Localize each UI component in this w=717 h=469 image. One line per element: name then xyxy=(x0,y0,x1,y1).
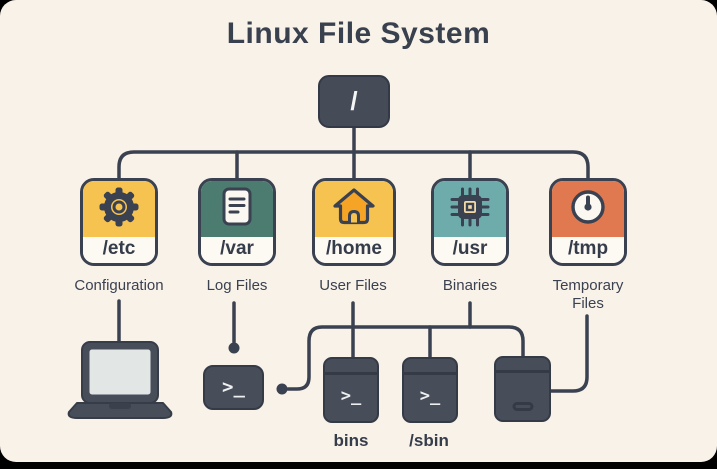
document-icon xyxy=(217,185,257,234)
node-tmp: /tmp xyxy=(549,178,627,266)
sbin-label: /sbin xyxy=(409,431,449,450)
timer-icon xyxy=(567,186,609,233)
root-node: / xyxy=(318,75,390,128)
laptop-icon xyxy=(67,341,173,428)
drive-slot xyxy=(512,402,533,411)
node-var: /var xyxy=(198,178,276,266)
home-icon xyxy=(331,186,377,233)
node-usr-label: /usr xyxy=(434,237,506,263)
node-usr-icon-area xyxy=(434,181,506,237)
node-home-icon-area xyxy=(315,181,393,237)
node-usr: /usr xyxy=(431,178,509,266)
terminal-prompt: >_ xyxy=(222,376,245,398)
bins-label: bins xyxy=(333,431,369,450)
desc-usr: Binaries xyxy=(442,277,498,294)
terminal-icon-bins: >_ xyxy=(323,357,379,423)
node-tmp-icon-area xyxy=(552,181,624,237)
gear-icon xyxy=(97,185,141,234)
node-tmp-label: /tmp xyxy=(552,237,624,263)
drive-header-divider xyxy=(496,370,549,373)
desc-home: User Files xyxy=(319,277,387,294)
node-etc-icon-area xyxy=(83,181,155,237)
chip-icon xyxy=(448,185,492,234)
node-var-icon-area xyxy=(201,181,273,237)
page-title: Linux File System xyxy=(226,17,491,50)
terminal-header-divider xyxy=(325,372,377,375)
terminal-prompt: >_ xyxy=(340,386,362,406)
node-home: /home xyxy=(312,178,396,266)
desc-var: Log Files xyxy=(206,277,268,294)
storage-drive-icon xyxy=(494,356,551,422)
terminal-header-divider xyxy=(404,372,456,375)
node-etc-label: /etc xyxy=(83,237,155,263)
node-var-label: /var xyxy=(201,237,273,263)
desc-etc: Configuration xyxy=(74,277,164,294)
terminal-icon-var: >_ xyxy=(203,365,264,410)
root-node-label: / xyxy=(350,86,358,116)
terminal-prompt: >_ xyxy=(419,386,441,406)
node-etc: /etc xyxy=(80,178,158,266)
desc-tmp: Temporary Files xyxy=(552,277,624,312)
terminal-icon-sbin: >_ xyxy=(402,357,458,423)
node-home-label: /home xyxy=(315,237,393,263)
